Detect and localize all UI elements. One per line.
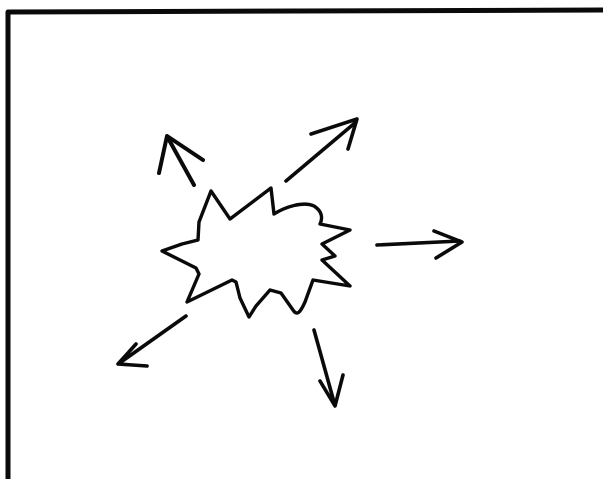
arrow-right-shaft xyxy=(377,241,460,245)
arrow-down-icon xyxy=(314,330,343,406)
arrow-up-left-icon xyxy=(159,136,203,185)
arrow-right-head xyxy=(434,231,462,258)
arrow-down-left-shaft xyxy=(121,316,186,362)
arrow-right-icon xyxy=(377,231,462,258)
frame-border xyxy=(8,10,603,479)
arrow-down-left-icon xyxy=(118,316,186,366)
arrow-up-right-head xyxy=(311,119,357,149)
arrow-down-shaft xyxy=(314,330,334,402)
arrow-up-left-head xyxy=(159,136,203,173)
starburst-outline xyxy=(162,188,350,317)
arrow-up-right-icon xyxy=(286,119,357,181)
starburst-icon xyxy=(162,188,350,317)
frame xyxy=(8,10,603,479)
